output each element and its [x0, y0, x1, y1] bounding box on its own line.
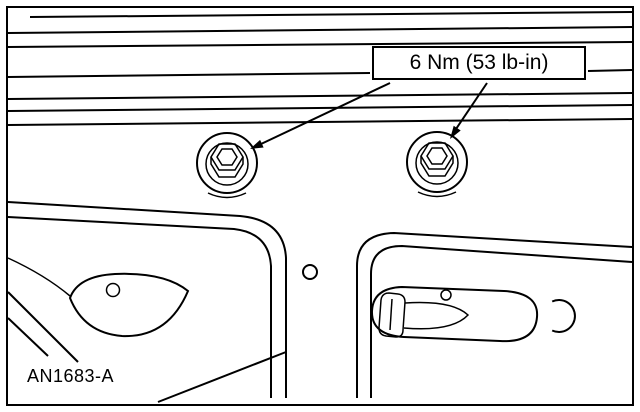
cup-screw-hole — [105, 282, 121, 298]
callout-arrow-left — [250, 82, 391, 149]
door-handle-cup — [68, 272, 190, 338]
callout-arrow-right — [450, 82, 488, 139]
top-panel-lines — [7, 11, 633, 126]
torque-callout-box: 6 Nm (53 lb-in) — [372, 46, 586, 80]
right-trim-panel-lines — [356, 231, 633, 398]
torque-callout-label: 6 Nm (53 lb-in) — [409, 51, 549, 74]
handle-grip-bar — [378, 292, 406, 338]
diagram-border — [6, 6, 634, 406]
lock-cylinder-circle — [551, 299, 576, 333]
handle-lever — [403, 301, 470, 330]
figure-id-label: AN1683-A — [27, 366, 115, 386]
door-handle-bezel — [370, 285, 539, 343]
bezel-screw-hole — [440, 289, 452, 301]
hex-bolt-icon-left — [196, 132, 258, 199]
left-trim-panel-lines — [7, 201, 287, 403]
center-pin-hole — [302, 264, 318, 280]
hex-bolt-icon-right — [406, 131, 468, 198]
